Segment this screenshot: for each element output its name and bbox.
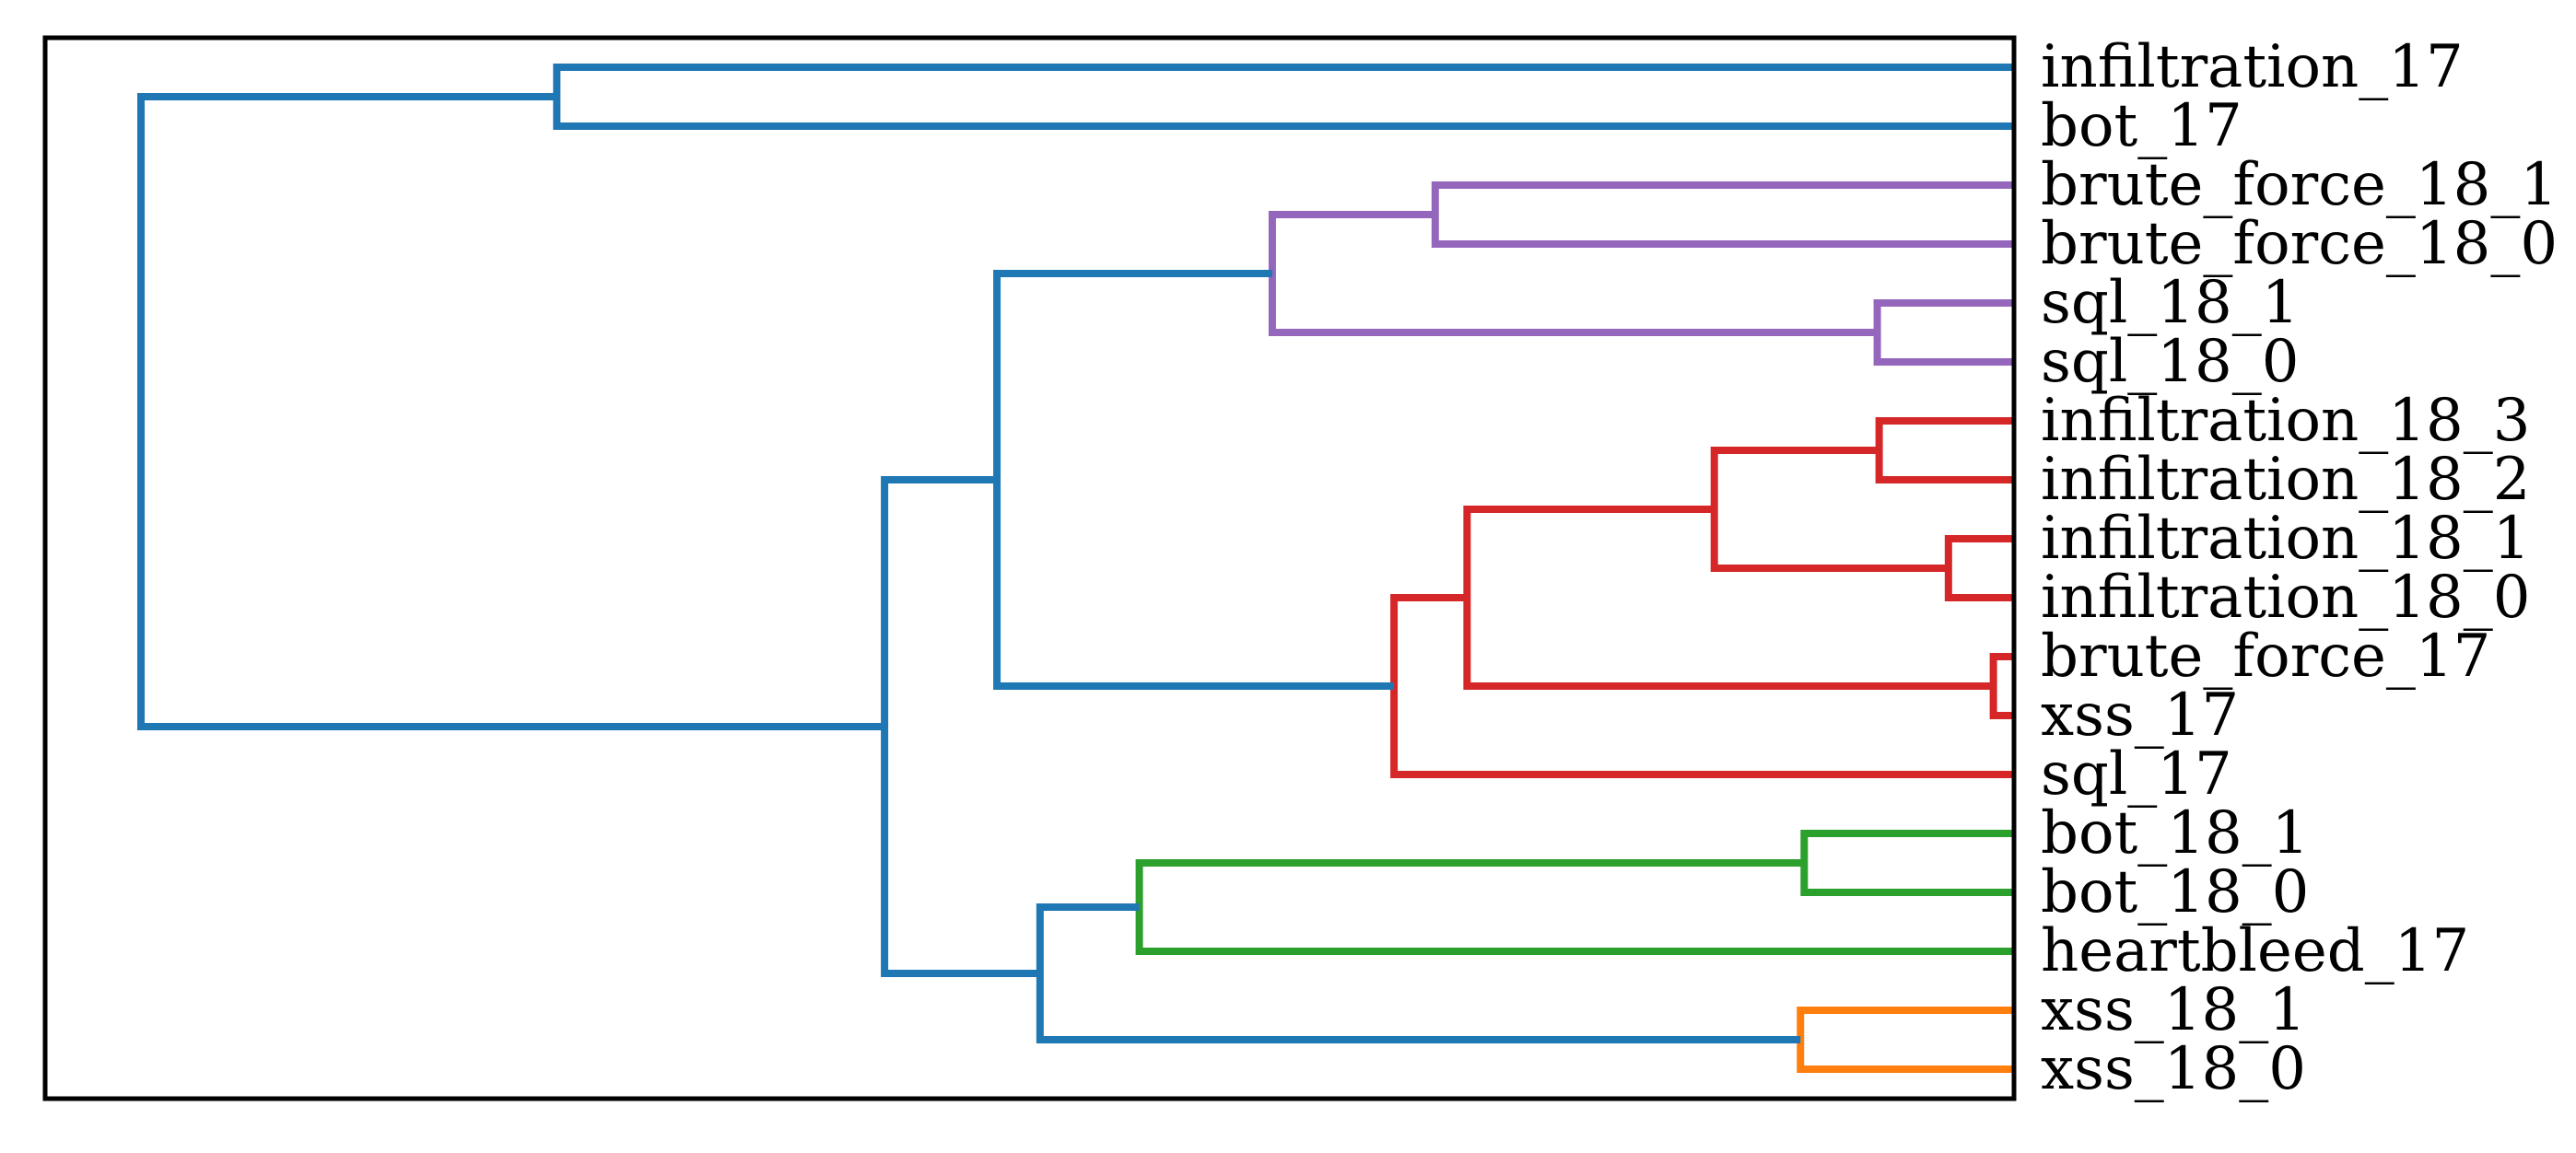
leaf-label-6: infiltration_18_3 [2041, 387, 2530, 455]
dendrogram-link-M15 [881, 476, 1040, 977]
dendrogram-link-M2 [1873, 299, 2014, 366]
dendrogram-link-M6 [1710, 447, 1949, 572]
leaf-labels: infiltration_17 bot_17 brute_force_18_1 … [2041, 33, 2558, 1103]
plot-border [42, 35, 2017, 1101]
dendrogram-link-M12 [1135, 859, 2014, 955]
dendrogram-link-M7 [1989, 653, 2014, 719]
leaf-label-7: infiltration_18_2 [2041, 446, 2530, 514]
dendrogram-links [137, 64, 2014, 1073]
leaf-label-0: infiltration_17 [2041, 33, 2464, 101]
dendrogram-link-M13 [1797, 1007, 2014, 1073]
leaf-label-12: sql_17 [2041, 740, 2232, 809]
leaf-label-14: bot_18_0 [2041, 858, 2309, 926]
dendrogram-link-M14 [1036, 903, 1801, 1043]
dendrogram-link-M11 [1800, 830, 2014, 896]
leaf-label-10: brute_force_17 [2041, 623, 2490, 691]
dendrogram-link-M5 [1944, 535, 2014, 601]
leaf-label-13: bot_18_1 [2041, 799, 2309, 868]
leaf-label-1: bot_17 [2041, 92, 2242, 160]
leaf-label-17: xss_18_0 [2041, 1035, 2306, 1103]
leaf-label-3: brute_force_18_0 [2041, 210, 2558, 278]
leaf-label-2: brute_force_18_1 [2041, 151, 2558, 219]
leaf-label-5: sql_18_0 [2041, 328, 2299, 396]
leaf-label-11: xss_17 [2041, 681, 2239, 750]
dendrogram-link-M9 [1390, 594, 2014, 778]
dendrogram-link-M1 [1431, 181, 2014, 248]
leaf-label-4: sql_18_1 [2041, 269, 2299, 337]
leaf-label-16: xss_18_1 [2041, 976, 2306, 1044]
dendrogram-link-M0 [553, 64, 2014, 130]
leaf-label-9: infiltration_18_0 [2041, 564, 2530, 632]
dendrogram-link-M3 [1268, 211, 1878, 336]
leaf-label-8: infiltration_18_1 [2041, 505, 2530, 573]
leaf-label-15: heartbleed_17 [2041, 917, 2469, 985]
dendrogram-link-M8 [1463, 506, 1994, 690]
dendrogram-link-M4 [1875, 417, 2014, 483]
dendrogram-link-M16 [137, 93, 885, 730]
